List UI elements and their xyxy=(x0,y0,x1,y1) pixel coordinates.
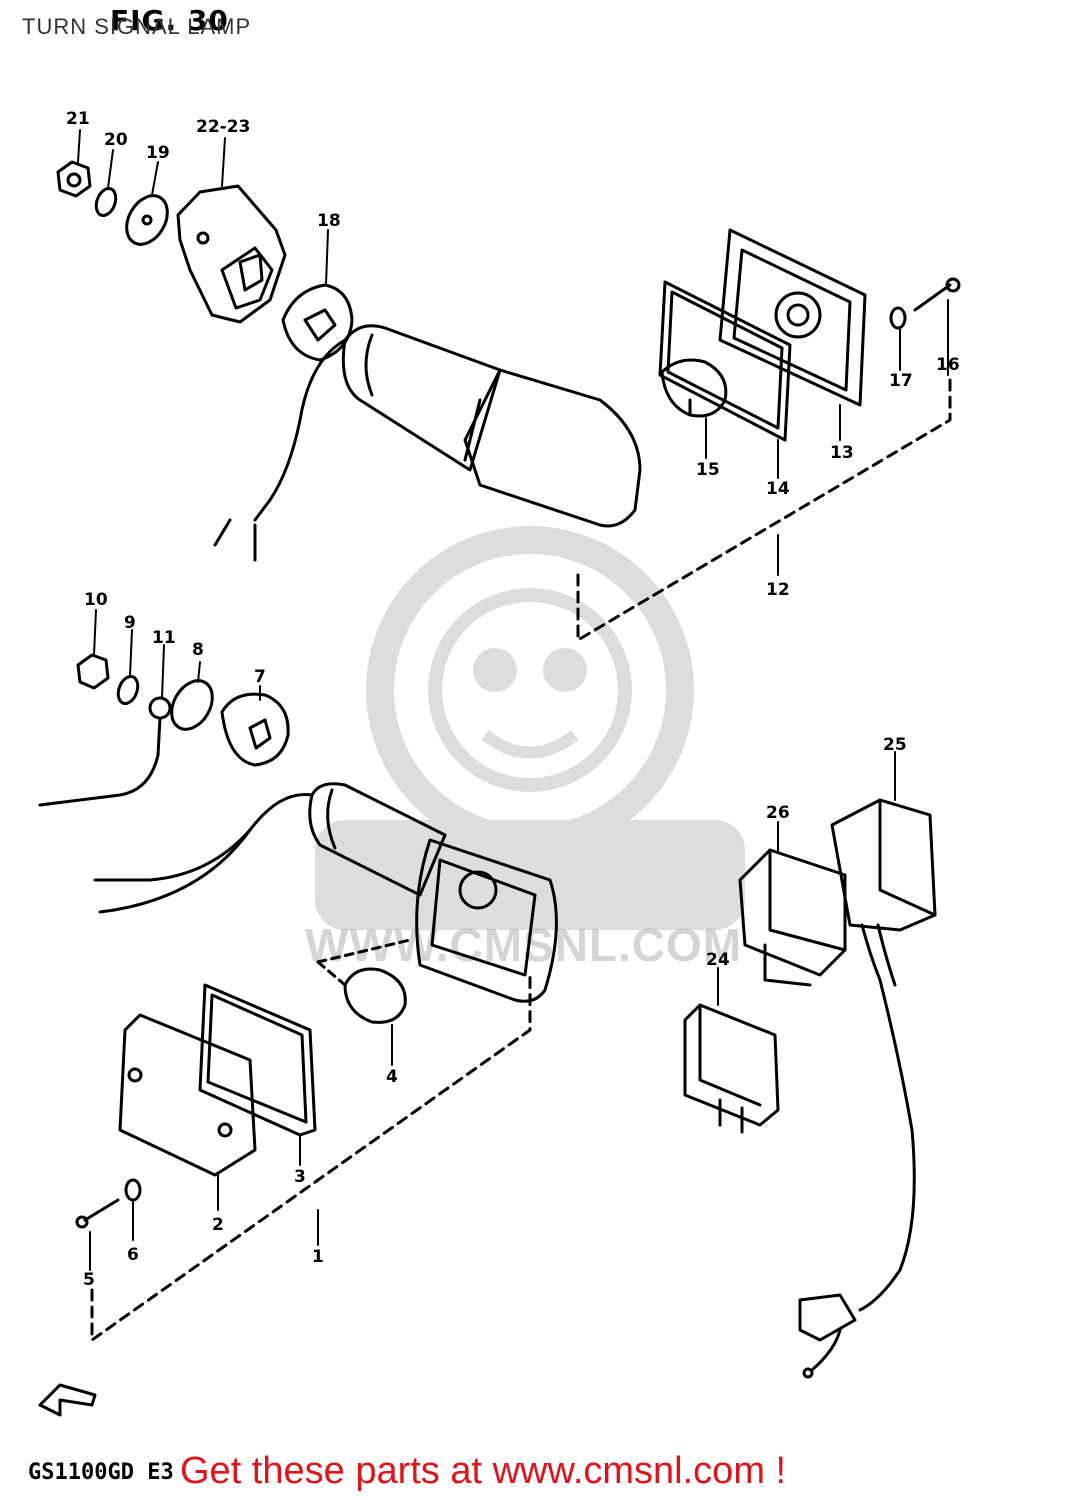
callout-24: 24 xyxy=(706,950,730,970)
callout-3: 3 xyxy=(294,1167,306,1187)
callout-8: 8 xyxy=(192,640,204,660)
washer-8-part xyxy=(170,679,214,731)
screw-16-part xyxy=(913,277,961,312)
nut-21-part xyxy=(56,160,92,198)
callout-1: 1 xyxy=(312,1247,324,1267)
callout-14: 14 xyxy=(766,479,790,499)
front-lamp-wire xyxy=(93,792,314,882)
callout-6: 6 xyxy=(127,1245,139,1265)
lens-2-part xyxy=(118,1013,257,1177)
relay-25-part xyxy=(830,798,937,1312)
callout-19: 19 xyxy=(146,143,170,163)
grommet-7-part xyxy=(220,692,290,767)
callout-22-23: 22-23 xyxy=(196,117,250,137)
buy-parts-link[interactable]: Get these parts at www.cmsnl.com ! xyxy=(180,1450,787,1492)
front-lamp-wire xyxy=(98,828,252,914)
leader-line xyxy=(316,960,347,987)
callout-2: 2 xyxy=(212,1215,224,1235)
front-lamp-housing-part xyxy=(415,838,558,1003)
model-code: GS1100GD E3 xyxy=(28,1460,174,1485)
callout-12: 12 xyxy=(766,580,790,600)
washer-17-part xyxy=(889,306,907,330)
callout-10: 10 xyxy=(84,590,108,610)
washer-19-part xyxy=(125,194,169,246)
leader-line xyxy=(316,938,412,964)
rear-lamp-stem-part xyxy=(341,324,642,528)
grommet-18-part xyxy=(281,283,354,362)
callout-25: 25 xyxy=(883,735,907,755)
bracket-22-23-part xyxy=(176,184,287,324)
callout-9: 9 xyxy=(124,613,136,633)
callout-16: 16 xyxy=(936,355,960,375)
gasket-3-part xyxy=(198,983,317,1137)
callout-leaders xyxy=(77,129,949,1271)
bulb-15-part xyxy=(660,358,728,418)
callout-4: 4 xyxy=(386,1067,398,1087)
callout-5: 5 xyxy=(83,1270,95,1290)
connector-part xyxy=(213,518,232,547)
callout-18: 18 xyxy=(317,211,341,231)
relay-26-part xyxy=(738,848,847,987)
callout-17: 17 xyxy=(889,371,913,391)
terminal-11-part xyxy=(148,696,172,757)
ground-wire xyxy=(38,753,160,807)
callout-7: 7 xyxy=(254,667,266,687)
lock-washer-20-part xyxy=(94,186,118,218)
callout-15: 15 xyxy=(696,460,720,480)
callout-20: 20 xyxy=(104,130,128,150)
bulb-4-part xyxy=(343,967,407,1024)
callout-26: 26 xyxy=(766,803,790,823)
callout-13: 13 xyxy=(830,443,854,463)
assembly-1-bracket xyxy=(90,973,532,1342)
watermark-url: WWW.CMSNL.COM xyxy=(305,919,743,971)
callout-11: 11 xyxy=(152,628,176,648)
washer-6-part xyxy=(124,1178,142,1202)
screw-5-part xyxy=(75,1198,120,1229)
page-title: TURN SIGNAL LAMP xyxy=(22,14,252,39)
rear-lamp-wire xyxy=(253,338,347,522)
assembly-12-bracket xyxy=(576,378,952,642)
lens-13-part xyxy=(718,228,867,407)
nut-10-part xyxy=(76,653,110,690)
lock-washer-9-part xyxy=(116,674,140,706)
gasket-14-part xyxy=(658,280,792,442)
callout-21: 21 xyxy=(66,109,90,129)
figure-number: FIG. 30 xyxy=(110,4,229,37)
connector-part xyxy=(798,1293,857,1379)
relay-24-part xyxy=(683,1003,780,1134)
forward-arrow-icon xyxy=(38,1383,97,1417)
front-lamp-stem-part xyxy=(308,782,447,897)
